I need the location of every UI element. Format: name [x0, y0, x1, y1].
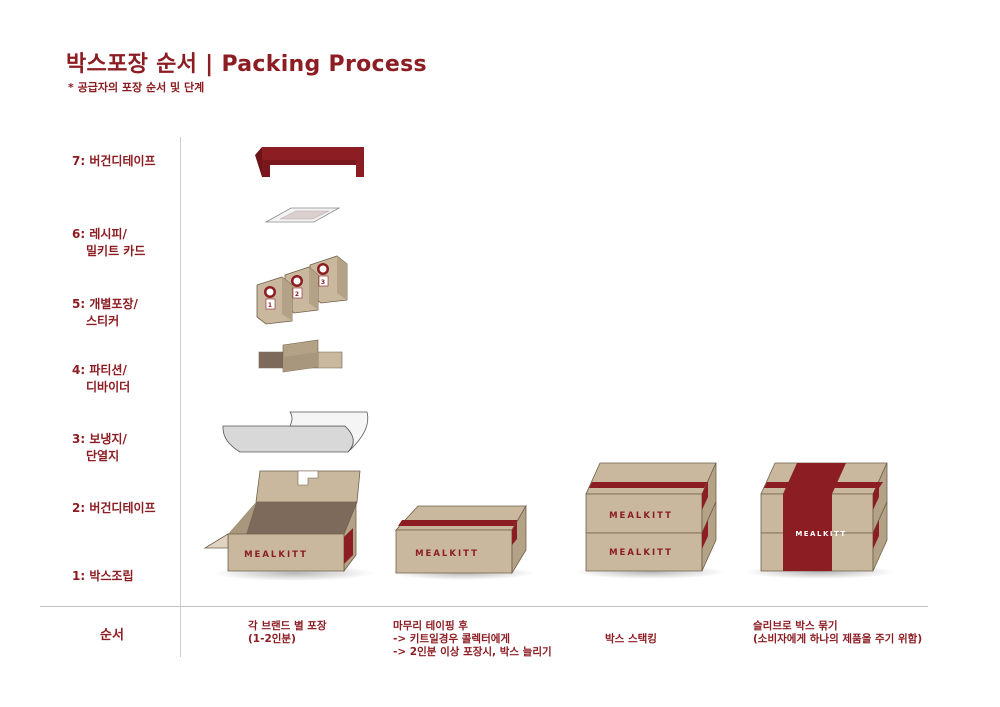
caption-stacking: 박스 스택킹: [605, 633, 657, 645]
taped-box-icon: MEALKITT: [395, 504, 527, 575]
page-subtitle: * 공급자의 포장 순서 및 단계: [68, 81, 205, 94]
box-brand-label-5: MEALKITT: [795, 530, 846, 538]
stacked-boxes-icon: MEALKITT MEALKITT: [585, 462, 717, 572]
open-box-icon: MEALKITT: [203, 470, 361, 573]
caption-sleeve: 슬리브로 박스 묶기(소비자에게 하나의 제품을 주기 위함): [753, 620, 923, 645]
step-label-3: 3: 보냉지/단열지: [72, 432, 127, 463]
sleeved-boxes-icon: MEALKITT: [760, 462, 888, 572]
order-label: 순서: [100, 628, 124, 643]
step-label-4: 4: 파티션/디바이더: [72, 363, 131, 394]
recipe-card-icon: [264, 207, 341, 223]
meal-bags-icon: 3 2 1: [256, 255, 348, 325]
step-label-1: 1: 박스조립: [72, 569, 134, 583]
box-brand-label-1: MEALKITT: [244, 550, 308, 560]
box-brand-label-2: MEALKITT: [415, 549, 479, 559]
step-label-6: 6: 레시피/밀키트 카드: [72, 227, 146, 258]
bag-number-1: 1: [268, 302, 272, 309]
step-label-5: 5: 개별포장/스티커: [72, 297, 138, 328]
step-label-2: 2: 버건디테이프: [72, 501, 156, 515]
burgundy-tape-top-icon: [255, 147, 364, 177]
caption-brand-pack: 각 브랜드 별 포장(1-2인분): [248, 620, 327, 645]
horizontal-divider: [40, 606, 928, 607]
page-title: 박스포장 순서 | Packing Process: [66, 52, 427, 77]
box-brand-label-3: MEALKITT: [609, 511, 673, 521]
box-brand-label-4: MEALKITT: [609, 548, 673, 558]
caption-taping: 마무리 테이핑 후-> 키트일경우 콜렉터에게-> 2인분 이상 포장시, 박스…: [393, 620, 552, 658]
bag-number-3: 3: [321, 279, 325, 286]
partition-divider-icon: [258, 339, 343, 373]
vertical-divider: [180, 137, 181, 657]
step-label-7: 7: 버건디테이프: [72, 154, 156, 168]
bag-number-2: 2: [295, 291, 299, 298]
insulation-sheet-icon: [222, 411, 369, 453]
